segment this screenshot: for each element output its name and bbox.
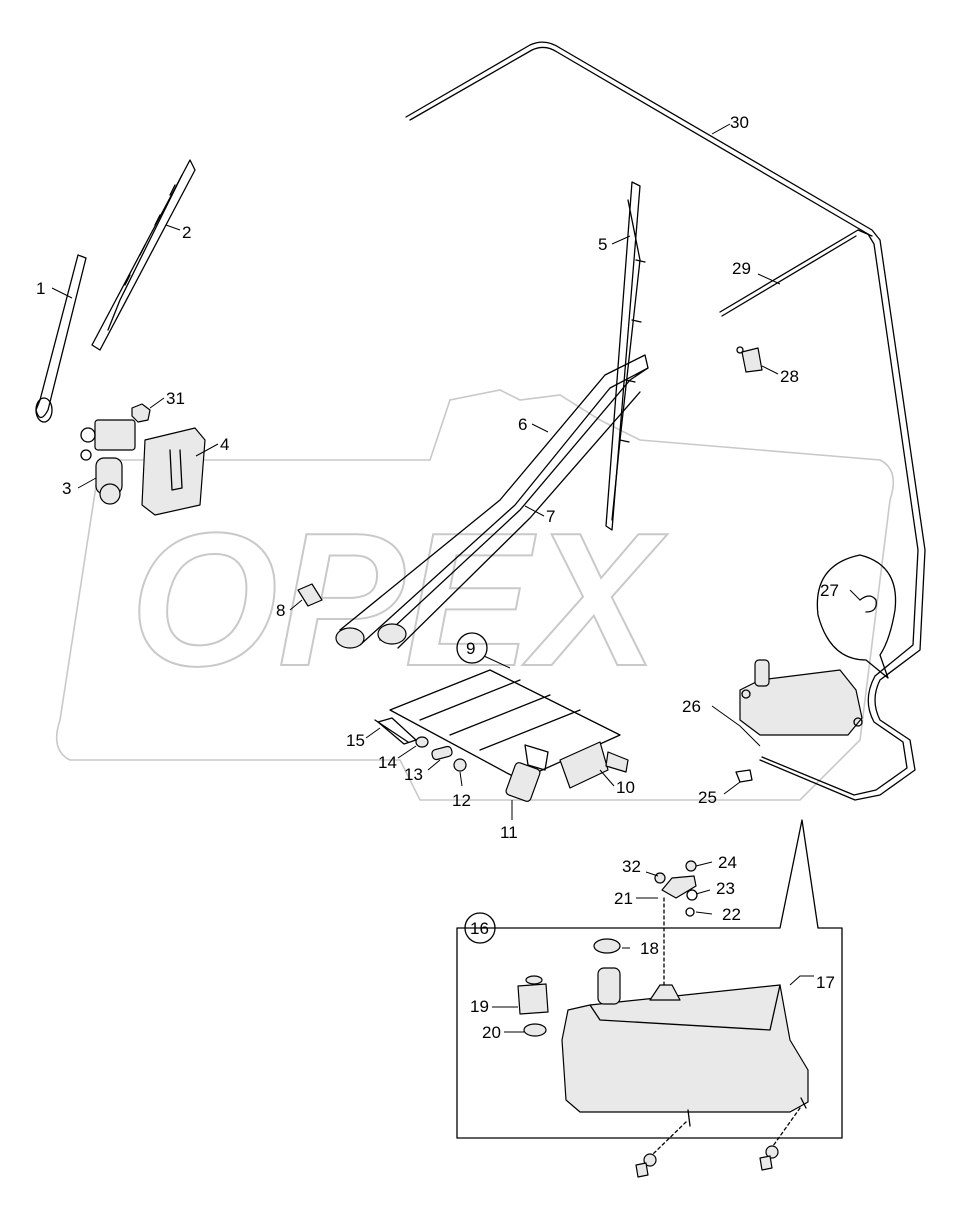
callout-15: 15 [346,731,365,750]
hose-29 [719,229,873,313]
callout-4: 4 [220,435,229,454]
reservoir-26 [739,659,863,736]
wiper-arm-6-7 [335,354,649,649]
callout-16: 16 [470,919,489,938]
bottom-bolts [635,1107,801,1178]
callout-7: 7 [546,507,555,526]
callout-13: 13 [404,765,423,784]
detail-box-16 [456,819,843,1139]
fitting-8 [297,583,323,607]
callout-10: 10 [616,778,635,797]
callout-20: 20 [482,1023,501,1042]
callout-19: 19 [470,997,489,1016]
callout-30: 30 [730,113,749,132]
wiper-motor-3 [80,419,136,505]
watermark: OPEX [55,389,895,801]
linkage-9 [374,669,621,781]
callout-18: 18 [640,939,659,958]
callout-5: 5 [598,235,607,254]
callout-23: 23 [716,879,735,898]
callout-25: 25 [698,788,717,807]
callout-27: 27 [820,581,839,600]
washer-hoses [405,41,926,801]
callout-2: 2 [182,223,191,242]
callout-28: 28 [780,367,799,386]
cap-31 [131,403,151,423]
hose-30 [405,41,926,801]
fitting-25 [735,769,753,783]
callout-29: 29 [732,259,751,278]
bracket-10 [559,741,629,789]
callout-26: 26 [682,697,701,716]
wiper-arm-1 [35,254,87,423]
callout-12: 12 [452,791,471,810]
callout-1: 1 [36,279,45,298]
callout-21: 21 [614,889,633,908]
callout-24: 24 [718,853,737,872]
callout-14: 14 [378,753,397,772]
callout-16-circle [464,912,496,944]
motor-cover-4 [141,427,206,516]
motor-11 [505,744,549,802]
leader-lines [51,123,861,1033]
callout-11: 11 [500,823,518,842]
watermark-text: OPEX [130,494,668,706]
hardware-12-15 [377,717,467,772]
nozzle-28 [736,346,763,373]
callout-22: 22 [722,905,741,924]
callout-3: 3 [62,479,71,498]
callout-labels: 1 2 3 4 5 6 7 8 9 10 11 12 13 14 15 16 1… [36,113,839,1042]
callout-8: 8 [276,601,285,620]
callout-6: 6 [518,415,527,434]
wiper-blade-2 [91,159,196,351]
callout-9-circle [456,632,488,664]
callout-17: 17 [816,973,835,992]
bracket-21-hardware [654,860,698,986]
callout-31: 31 [166,389,185,408]
wiper-blade-5 [605,181,646,531]
callout-9: 9 [466,639,475,658]
clip-27-detail [816,554,897,679]
callout-32: 32 [622,857,641,876]
